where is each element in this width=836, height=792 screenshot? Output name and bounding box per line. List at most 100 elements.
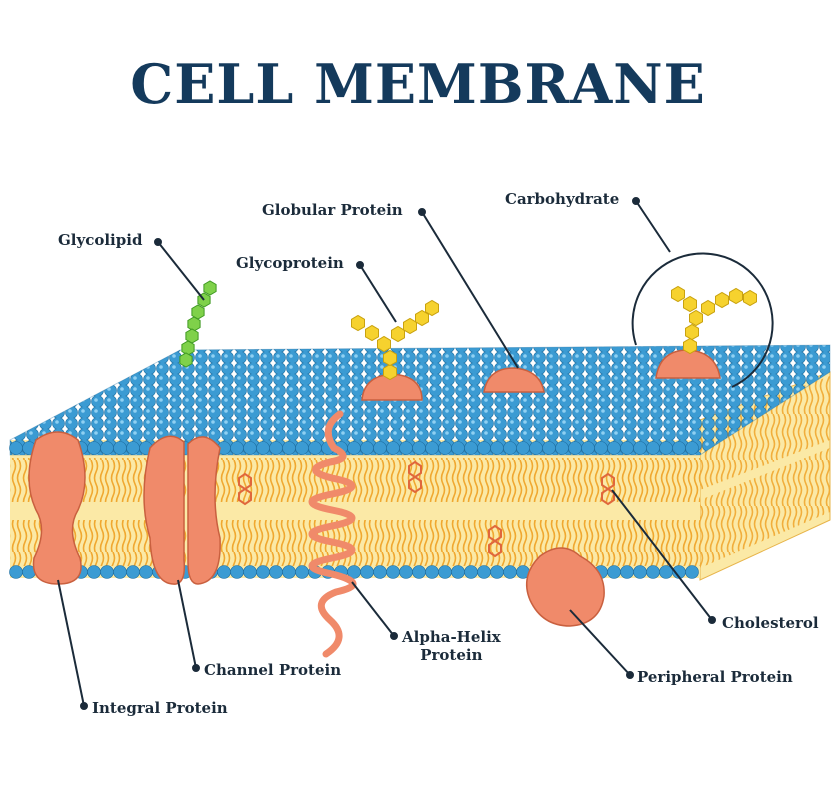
sugar-hexagon <box>179 352 193 368</box>
phospholipid-head <box>568 441 582 455</box>
phospholipid-head <box>373 441 387 455</box>
phospholipid-head <box>620 565 634 579</box>
leader-lines <box>57 197 716 710</box>
phospholipid-head <box>113 441 127 455</box>
sugar-hexagon <box>181 340 195 356</box>
phospholipid-head <box>451 441 465 455</box>
membrane-front-face <box>10 440 700 578</box>
sugar-hexagon <box>203 280 217 296</box>
phospholipid-head <box>464 565 478 579</box>
phospholipid-head <box>230 565 244 579</box>
phospholipid-head <box>477 565 491 579</box>
phospholipid-head <box>672 441 686 455</box>
phospholipid-head <box>646 441 660 455</box>
sugar-hexagon <box>351 314 365 332</box>
phospholipid-head <box>412 441 426 455</box>
sugar-hexagon <box>701 299 715 317</box>
label-integral-protein: Integral Protein <box>92 699 228 717</box>
phospholipid-head <box>269 565 283 579</box>
phospholipid-head <box>217 565 231 579</box>
phospholipid-head <box>594 441 608 455</box>
phospholipid-head <box>412 565 426 579</box>
phospholipid-head <box>87 565 101 579</box>
phospholipid-head <box>243 565 257 579</box>
phospholipid-head <box>490 565 504 579</box>
phospholipid-head <box>685 565 699 579</box>
sugar-hexagon <box>187 316 201 332</box>
phospholipid-head <box>399 441 413 455</box>
phospholipid-head <box>555 441 569 455</box>
phospholipid-head <box>256 565 270 579</box>
phospholipid-head <box>126 441 140 455</box>
carbohydrate-chain <box>671 285 757 355</box>
phospholipid-head <box>295 565 309 579</box>
phospholipid-head <box>113 565 127 579</box>
sugar-hexagon <box>425 299 439 317</box>
phospholipid-head <box>542 441 556 455</box>
globular-protein <box>483 367 545 393</box>
sugar-hexagon <box>383 349 397 367</box>
channel-protein <box>143 435 221 585</box>
label-alpha-helix-protein: Alpha-Helix Protein <box>402 628 501 664</box>
carbohydrate-callout <box>631 252 774 388</box>
phospholipid-head <box>282 441 296 455</box>
sugar-hexagon <box>689 309 703 327</box>
phospholipid-head <box>386 441 400 455</box>
phospholipid-head <box>425 565 439 579</box>
phospholipid-head <box>360 565 374 579</box>
integral-protein <box>28 431 86 585</box>
phospholipid-head <box>100 441 114 455</box>
phospholipid-head <box>373 565 387 579</box>
phospholipid-head <box>399 565 413 579</box>
label-channel-protein: Channel Protein <box>204 661 342 679</box>
label-cholesterol: Cholesterol <box>722 614 819 632</box>
phospholipid-head <box>308 441 322 455</box>
phospholipid-head <box>100 565 114 579</box>
phospholipid-head <box>633 565 647 579</box>
label-globular-protein: Globular Protein <box>262 201 403 219</box>
phospholipid-head <box>256 441 270 455</box>
phospholipid-head <box>386 565 400 579</box>
sugar-hexagon <box>715 291 729 309</box>
phospholipid-head <box>9 565 23 579</box>
glycolipid-chain <box>179 280 217 368</box>
phospholipid-head <box>477 441 491 455</box>
phospholipid-head <box>529 441 543 455</box>
phospholipid-head <box>230 441 244 455</box>
sugar-hexagon <box>415 309 429 327</box>
phospholipid-head <box>438 565 452 579</box>
phospholipid-head <box>503 565 517 579</box>
glycoprotein-carbohydrate-chain <box>351 299 439 381</box>
sugar-hexagon <box>683 337 697 355</box>
label-carbohydrate: Carbohydrate <box>505 190 620 208</box>
phospholipid-head <box>490 441 504 455</box>
phospholipid-head <box>646 565 660 579</box>
sugar-hexagon <box>683 295 697 313</box>
phospholipid-head <box>139 565 153 579</box>
phospholipid-head <box>269 441 283 455</box>
phospholipid-head <box>295 441 309 455</box>
sugar-hexagon <box>743 289 757 307</box>
sugar-hexagon <box>403 317 417 335</box>
phospholipid-head <box>685 441 699 455</box>
phospholipid-head <box>126 565 140 579</box>
phospholipid-head <box>516 441 530 455</box>
phospholipid-head <box>581 441 595 455</box>
phospholipid-head <box>282 565 296 579</box>
phospholipid-head <box>451 565 465 579</box>
phospholipid-head <box>425 441 439 455</box>
sugar-hexagon <box>671 285 685 303</box>
alpha-helix-protein <box>308 410 357 658</box>
phospholipid-head <box>87 441 101 455</box>
phospholipid-head <box>607 441 621 455</box>
phospholipid-head <box>243 441 257 455</box>
sugar-hexagon <box>729 287 743 305</box>
page-title: CELL MEMBRANE <box>130 52 706 116</box>
sugar-hexagon <box>365 324 379 342</box>
label-peripheral-protein: Peripheral Protein <box>637 668 793 686</box>
sugar-hexagon <box>377 335 391 353</box>
phospholipid-head <box>503 441 517 455</box>
sugar-hexagon <box>685 323 699 341</box>
phospholipid-head <box>633 441 647 455</box>
